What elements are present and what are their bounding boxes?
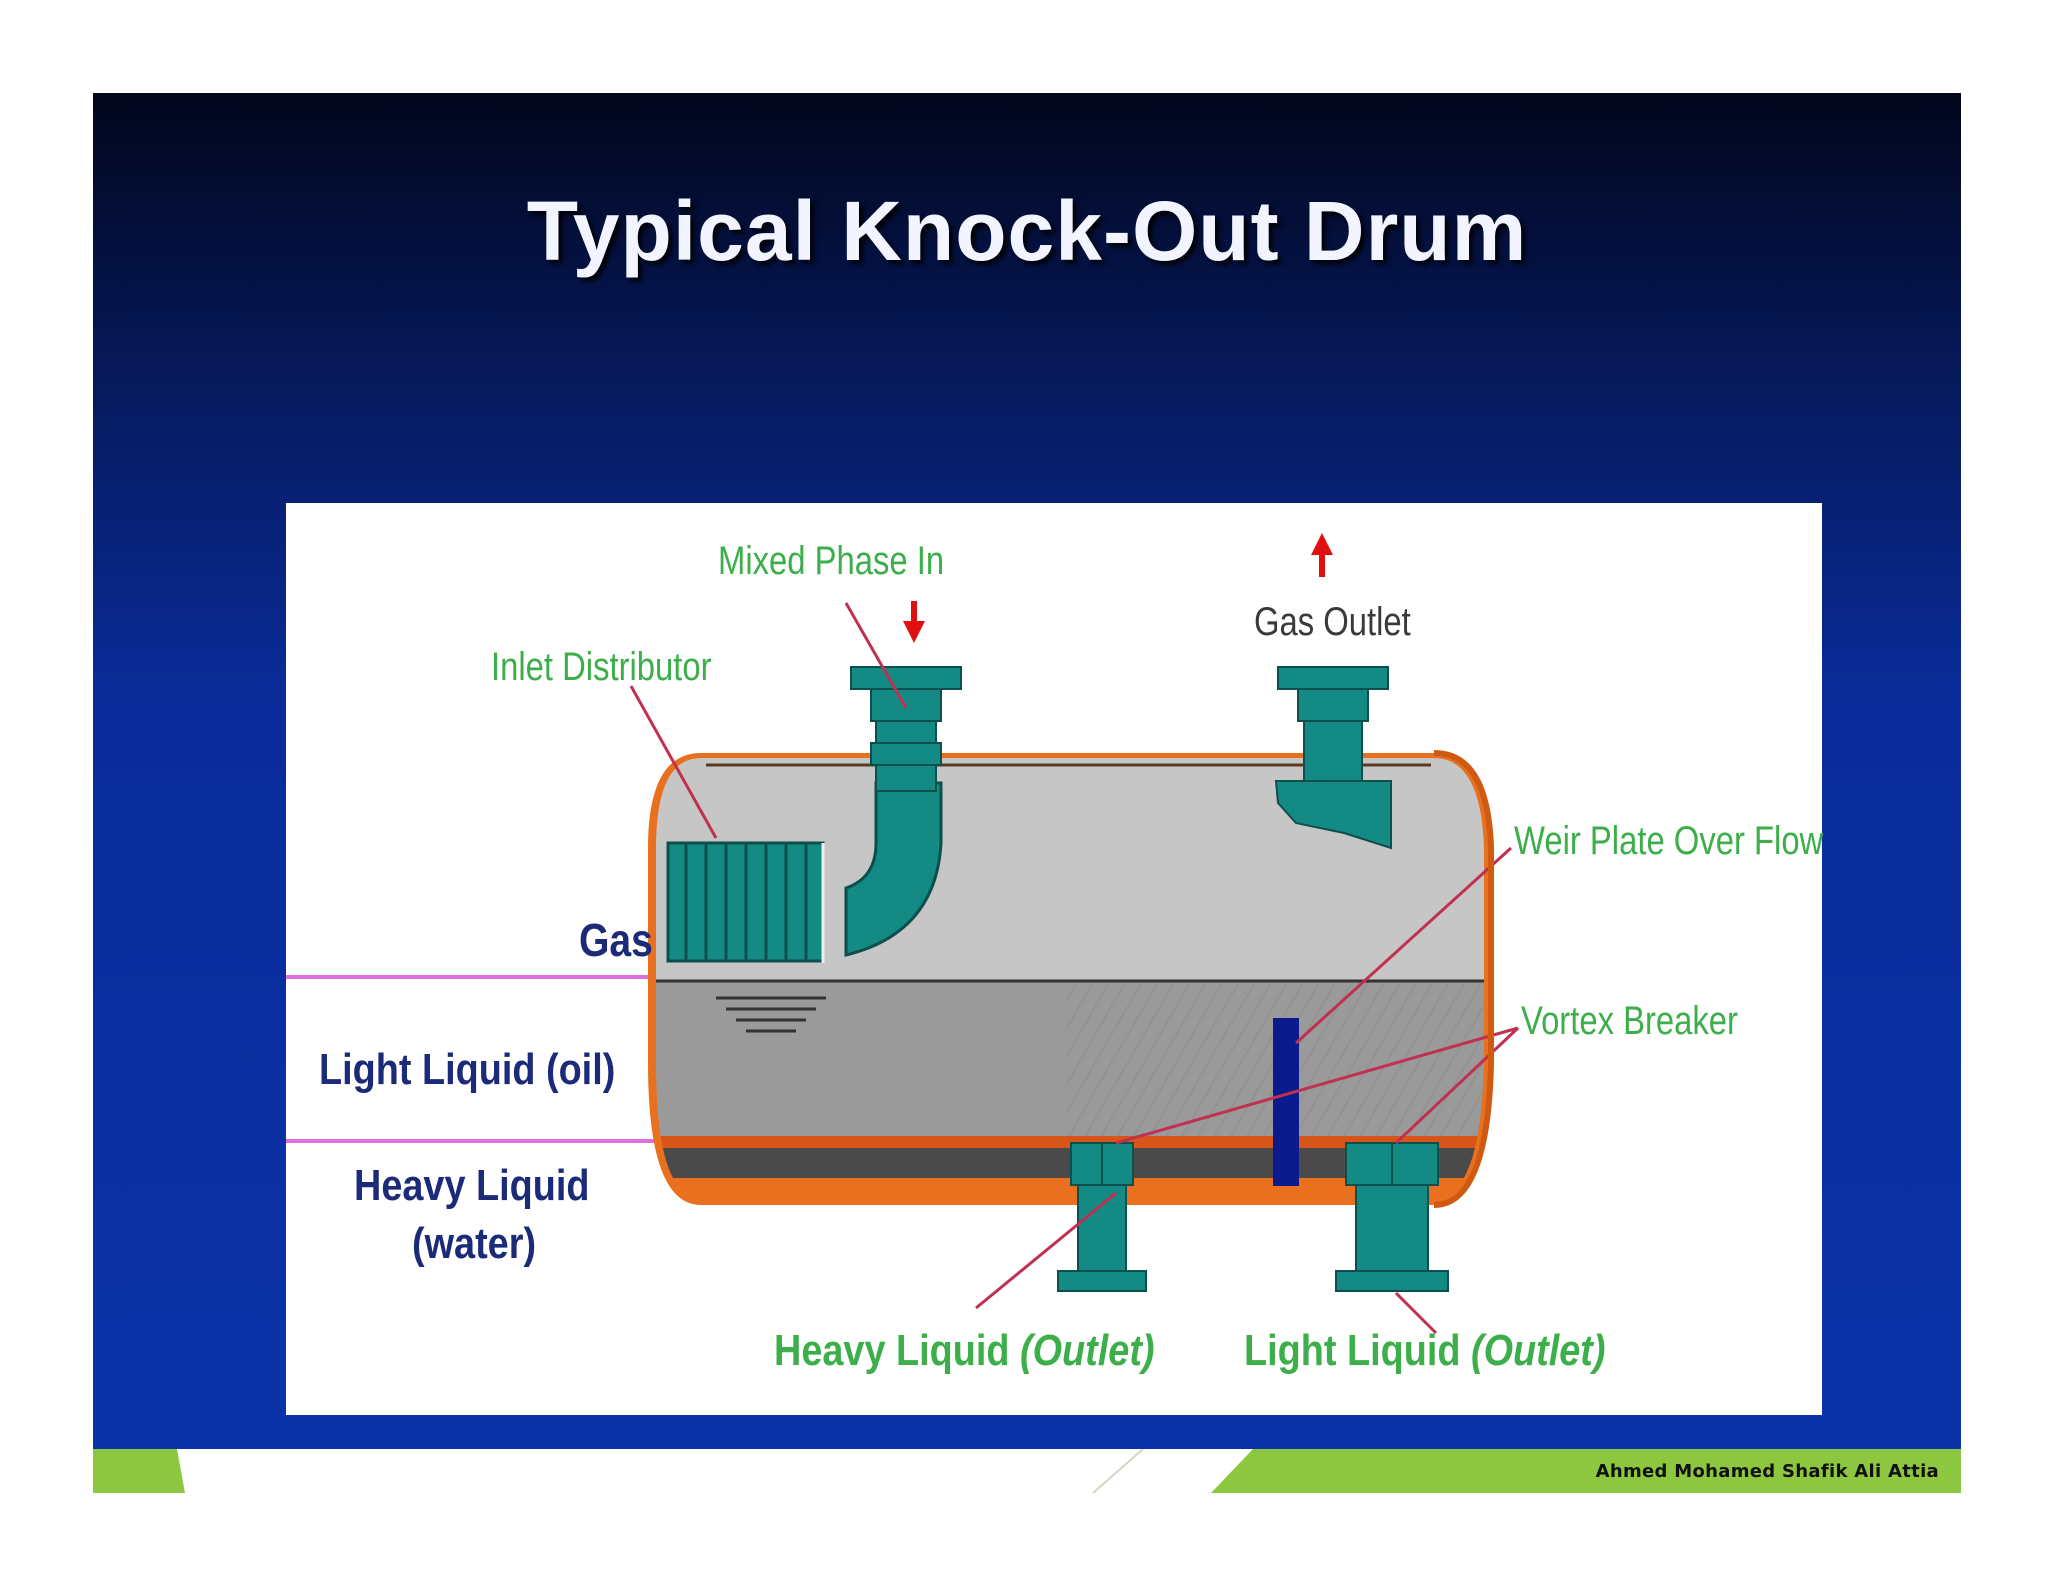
gas-outlet-arrow-icon [1311,533,1333,577]
inlet-elbow-pipe [844,781,943,957]
knock-out-drum-diagram: Mixed Phase In Inlet Distributor Gas Out… [286,503,1824,1415]
heavy-liquid-phase-label: Heavy Liquid [354,1161,590,1210]
slide-title: Typical Knock-Out Drum [526,184,1528,278]
inlet-distributor-label: Inlet Distributor [491,645,712,689]
heavy-liquid-outlet-text: Heavy Liquid [774,1326,1010,1375]
gas-outlet-label: Gas Outlet [1254,600,1411,644]
heavy-liquid-outlet-suffix: (Outlet) [1020,1326,1155,1375]
footer-accent-shapes [93,1449,1961,1493]
vortex-breaker-leader-line-2 [1394,1026,1520,1145]
light-liquid-phase-label: Light Liquid (oil) [319,1045,616,1094]
gas-outlet-nozzle [1274,666,1392,850]
light-liquid-outlet-text: Light Liquid [1244,1326,1461,1375]
mixed-phase-in-label: Mixed Phase In [718,539,945,583]
light-liquid-outlet-suffix: (Outlet) [1470,1326,1606,1375]
vortex-breaker-label: Vortex Breaker [1521,999,1738,1043]
light-liquid-outlet-nozzle [1335,1142,1449,1292]
gas-phase-label: Gas [579,914,653,966]
heavy-liquid-phase-sublabel: (water) [412,1219,537,1268]
inlet-arrow-icon [903,601,925,643]
heavy-outlet-leader-line [975,1191,1117,1310]
footer-author: Ahmed Mohamed Shafik Ali Attia [1595,1461,1939,1482]
heavy-liquid-outlet-nozzle [1057,1142,1147,1292]
weir-plate-leader-line [1294,846,1513,1045]
weir-plate [1273,1018,1299,1186]
heavy-liquid-outlet-label: Heavy Liquid (Outlet) [774,1326,1155,1376]
mixed-phase-leader-line [844,602,908,709]
inlet-distributor-leader-line [629,685,718,839]
light-liquid-outlet-label: Light Liquid (Outlet) [1244,1326,1605,1376]
inlet-distributor [666,841,825,963]
level-indicator-lines [716,996,826,1033]
drum-illustration [286,533,1520,1335]
footer-bar: Ahmed Mohamed Shafik Ali Attia [93,1449,1961,1493]
weir-plate-over-flow-label: Weir Plate Over Flow [1514,819,1824,863]
light-outlet-leader-line [1394,1291,1438,1335]
vortex-breaker-leader-line-1 [1115,1026,1519,1145]
